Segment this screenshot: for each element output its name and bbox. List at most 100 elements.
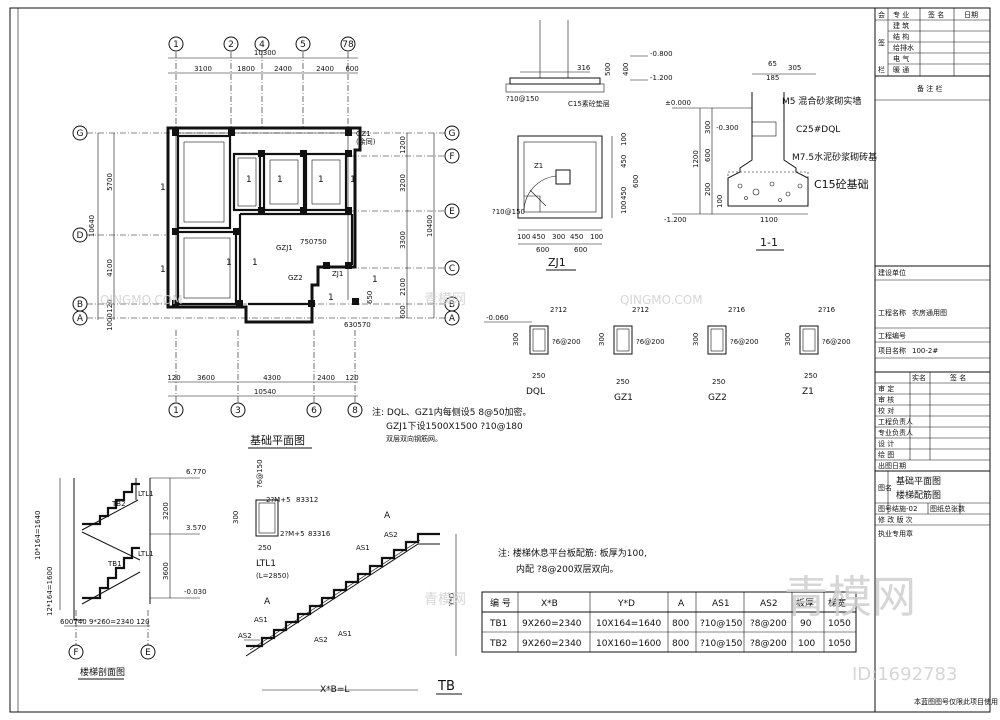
zj1-dim-2: 450 [532, 233, 545, 241]
r2-c3: 800 [672, 639, 689, 649]
foundation-plan: 10300 3100 1800 2400 2400 600 1 2 4 5 78… [72, 36, 532, 449]
th-5: AS2 [760, 599, 778, 609]
grid-top-1: 1 [173, 40, 179, 50]
sec-title: 1-1 [760, 236, 778, 249]
tb-count-label: 图纸总张数 [930, 504, 965, 513]
dim-bottom-4: 2400 [317, 374, 335, 382]
z1-name: Z1 [802, 387, 814, 397]
tb-no-label: 工程编号 [878, 331, 906, 340]
plan-note-3: 双层双向钢筋网。 [386, 434, 442, 443]
grid-right-G: G [449, 129, 456, 139]
sec-t2: 305 [788, 64, 801, 72]
sec-t1: 65 [768, 60, 777, 68]
stair-h2: 3600 [162, 562, 170, 580]
r2-c4: ?10@150 [700, 639, 743, 649]
grid-right-B: B [449, 300, 455, 310]
wm-brand-big: 青模网 [784, 572, 916, 623]
tb-role-5: 设 计 [878, 439, 894, 448]
gz1-w: 250 [616, 378, 629, 386]
stair-note-1: 注: 楼梯休息平台板配筋: 板厚为100, [498, 547, 647, 559]
tb-rev-label: 修 改 版 次 [878, 515, 913, 524]
tb-h-1: 专 业 [893, 10, 909, 19]
gz2-h: 300 [692, 333, 700, 346]
dim-bottom-3: 4300 [263, 374, 281, 382]
wm-brand-1: 青模网 [424, 292, 466, 308]
gz2-w: 250 [712, 378, 725, 386]
ltl1-detail: 2?M+5 83312 2?M+5 83316 ?6@150 300 250 L… [232, 459, 331, 580]
z1-top: 2?16 [818, 306, 836, 314]
r2-c6: 100 [798, 639, 815, 649]
th-7: 梯宽 [828, 597, 846, 609]
th-3: A [678, 599, 685, 609]
sec-c15: C15砼基础 [814, 178, 869, 191]
gz2-side: ?6@200 [730, 338, 759, 346]
plan-gz1: GZ1 [356, 130, 371, 138]
sec-m75: M7.5水泥砂浆砌砖基 [792, 151, 877, 163]
grid-right-A: A [449, 314, 456, 324]
grid-right-F: F [449, 152, 454, 162]
ltl1-w: 250 [258, 544, 271, 552]
tb-unit: 建设单位 [878, 268, 906, 277]
r1-c6: 90 [800, 619, 812, 629]
plan-w650: 650 [366, 291, 374, 304]
tb-project-label: 工程名称 [878, 308, 906, 317]
tb-dim: X*B=L [320, 685, 349, 695]
tb-side-1: 签 [878, 38, 885, 47]
stair-grid-F: F [73, 648, 78, 658]
stair-e1: 6.770 [186, 468, 206, 476]
foundation-outline [166, 126, 362, 324]
stair-left2: 12*164=1600 [46, 567, 54, 616]
zj1-h-4: 100 [620, 201, 628, 214]
tb-role-3: 工程负责人 [878, 417, 913, 426]
tb-d-4: 暖 通 [893, 65, 909, 74]
plan-mark-1: 1 [160, 183, 166, 193]
sec-h-5: 100 [716, 195, 724, 208]
r2-c1: 9X260=2340 [522, 639, 582, 649]
plan-gzj1: GZJ1 [276, 244, 293, 252]
tb-stamp: 执业专用章 [878, 529, 913, 538]
plan-mark-6: 1 [277, 175, 283, 185]
th-1: X*B [541, 599, 558, 609]
tb-rh-1: 实名 [912, 373, 926, 382]
wm-id: ID:1692783 [852, 664, 957, 685]
tb-role-2: 校 对 [878, 406, 894, 415]
stair-tb1: TB1 [107, 560, 122, 568]
r2-c5: ?8@200 [750, 639, 787, 649]
zj1-z1: Z1 [534, 162, 543, 170]
zj1-h-1: 450 [620, 155, 628, 168]
tb-d-3: 电 气 [893, 54, 909, 63]
tb-as1-bot: AS1 [254, 616, 268, 624]
tb-role-7: 出图日期 [878, 461, 906, 470]
watermark: 青模网 青模网 QINGMO.COM QINGMO.COM 青模网 ID:169… [100, 292, 957, 685]
grid-left-D: D [77, 231, 84, 241]
tb-side-2: 栏 [878, 65, 885, 74]
dim-top-3: 2400 [274, 65, 292, 73]
dql-name: DQL [526, 387, 545, 397]
tb-drawing-1: 基础平面图 [896, 475, 941, 487]
dim-bottom-total: 10540 [254, 388, 276, 396]
wm-brand-2: 青模网 [424, 592, 466, 608]
column-footing-detail: 316 -0.800 -1.200 400 500 ?10@150 C15素砼垫… [505, 20, 673, 108]
gz1-side: ?6@200 [636, 338, 665, 346]
r2-c0: TB2 [489, 639, 507, 649]
sec-e2: -1.200 [664, 216, 687, 224]
sec-e1: -0.300 [716, 124, 739, 132]
dim-top-1: 3100 [194, 65, 212, 73]
dql-top: 2?12 [550, 306, 567, 314]
tb-drawing-2: 楼梯配筋图 [896, 489, 941, 501]
ltl1-bot: 2?M+5 [280, 530, 305, 538]
plan-note-2: GZJ1下设1500X1500 ?10@180 [386, 421, 523, 432]
tb-h-3: 日期 [964, 11, 978, 19]
dim-bottom-1: 120 [167, 374, 180, 382]
tb-remarks: 备 注 栏 [917, 84, 942, 93]
sec-h-1: 1200 [692, 150, 700, 168]
tb-a-top: A [384, 511, 391, 521]
tb-item-label: 项目名称 [878, 346, 906, 355]
dim-left-4: 1000 [106, 313, 114, 331]
detail-e2: -1.200 [650, 74, 673, 82]
tb-project: 农房通用图 [912, 308, 947, 317]
tb-sheet-label: 图号 [878, 505, 892, 513]
grid-bottom-8: 8 [352, 406, 358, 416]
tb-drawing-label: 图名 [878, 483, 892, 492]
